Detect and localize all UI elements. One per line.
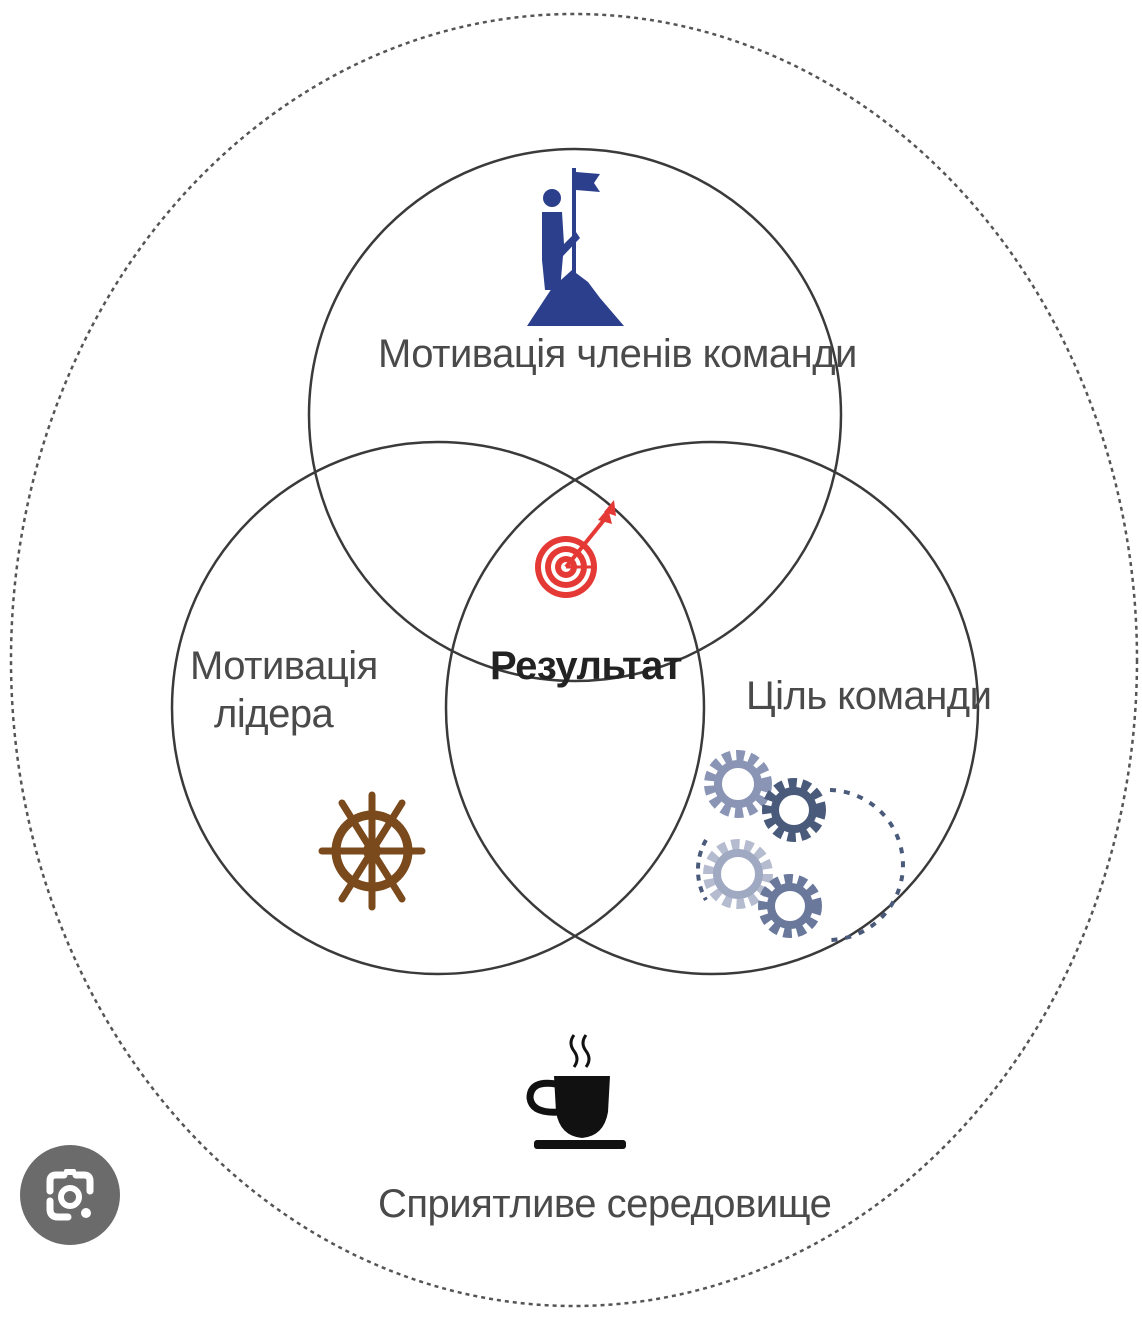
lens-search-button[interactable] [20, 1145, 120, 1245]
gear-bottom-left-icon [703, 839, 773, 909]
gear-top-left-icon [704, 750, 772, 818]
lens-search-icon [46, 1169, 94, 1221]
gear-top-right-icon [762, 778, 826, 842]
target-with-dart-icon [535, 500, 616, 598]
right-circle-label: Ціль команди [746, 674, 992, 718]
coffee-cup-icon [526, 1034, 626, 1149]
gears-icon [695, 750, 906, 943]
top-circle [307, 147, 843, 683]
right-circle [444, 440, 980, 976]
center-result-label: Результат [490, 644, 682, 688]
left-circle-label-line1: Мотивація [190, 644, 378, 688]
left-circle-label-line2: лідера [214, 692, 334, 736]
person-with-flag-on-mountain-icon [527, 168, 624, 326]
ship-wheel-icon [318, 791, 426, 911]
left-circle-label: Мотивація лідера [190, 642, 390, 738]
outer-environment-label: Сприятливе середовище [378, 1182, 832, 1226]
outer-environment-circle [9, 12, 1139, 1308]
left-circle [170, 440, 706, 976]
top-circle-label: Мотивація членів команди [378, 332, 857, 376]
gear-bottom-right-icon [758, 874, 822, 938]
